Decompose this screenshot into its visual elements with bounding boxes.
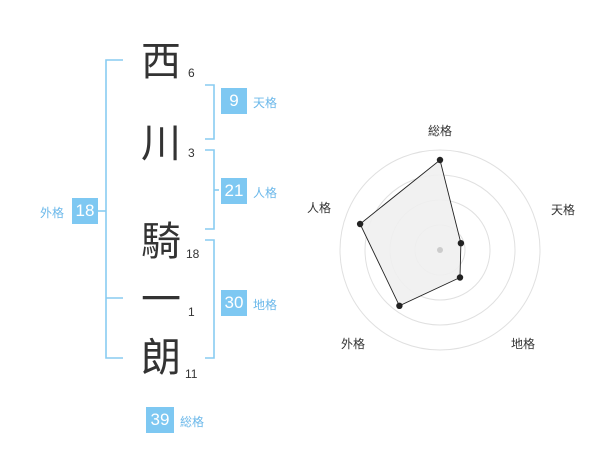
tenkaku-badge: 9 bbox=[221, 88, 247, 114]
stroke-count-4: 1 bbox=[188, 305, 195, 319]
radar-axis-label-soukaku: 総格 bbox=[428, 124, 453, 138]
stroke-count-1: 6 bbox=[188, 66, 195, 80]
chikaku-label: 地格 bbox=[253, 298, 278, 312]
chikaku-badge: 30 bbox=[221, 290, 247, 316]
radar-axis-label-jinkaku: 人格 bbox=[307, 201, 332, 215]
name-char-4: 一 bbox=[141, 277, 181, 323]
radar-center-dot bbox=[437, 247, 443, 253]
stroke-count-2: 3 bbox=[188, 146, 195, 160]
radar-axis-label-tenkaku: 天格 bbox=[551, 203, 576, 217]
gaikaku-badge: 18 bbox=[72, 198, 98, 224]
radar-point-4 bbox=[396, 302, 403, 309]
tenkaku-label: 天格 bbox=[253, 96, 278, 110]
name-char-3: 騎 bbox=[141, 219, 181, 265]
radar-point-1 bbox=[436, 156, 444, 164]
name-char-2: 川 bbox=[141, 121, 181, 167]
radar-axis-label-gaikaku: 外格 bbox=[341, 337, 366, 351]
name-char-5: 朗 bbox=[141, 335, 181, 381]
bracket-chikaku bbox=[205, 239, 215, 359]
stroke-count-3: 18 bbox=[186, 247, 200, 261]
radar-point-3 bbox=[456, 274, 464, 281]
jinkaku-badge: 21 bbox=[221, 178, 247, 204]
soukaku-badge: 39 bbox=[146, 407, 174, 433]
radar-polygon bbox=[359, 159, 462, 307]
radar-point-2 bbox=[457, 240, 465, 247]
stroke-count-5: 11 bbox=[185, 367, 198, 381]
bracket-tenkaku bbox=[205, 84, 215, 140]
radar-axis-label-chikaku: 地格 bbox=[511, 337, 536, 351]
name-char-1: 西 bbox=[141, 39, 181, 85]
radar-point-5 bbox=[356, 220, 364, 228]
bracket-gaikaku bbox=[105, 59, 123, 359]
gaikaku-label: 外格 bbox=[40, 206, 65, 220]
radar-ring-4 bbox=[339, 149, 541, 351]
soukaku-label: 総格 bbox=[180, 415, 205, 429]
jinkaku-label: 人格 bbox=[253, 186, 278, 200]
